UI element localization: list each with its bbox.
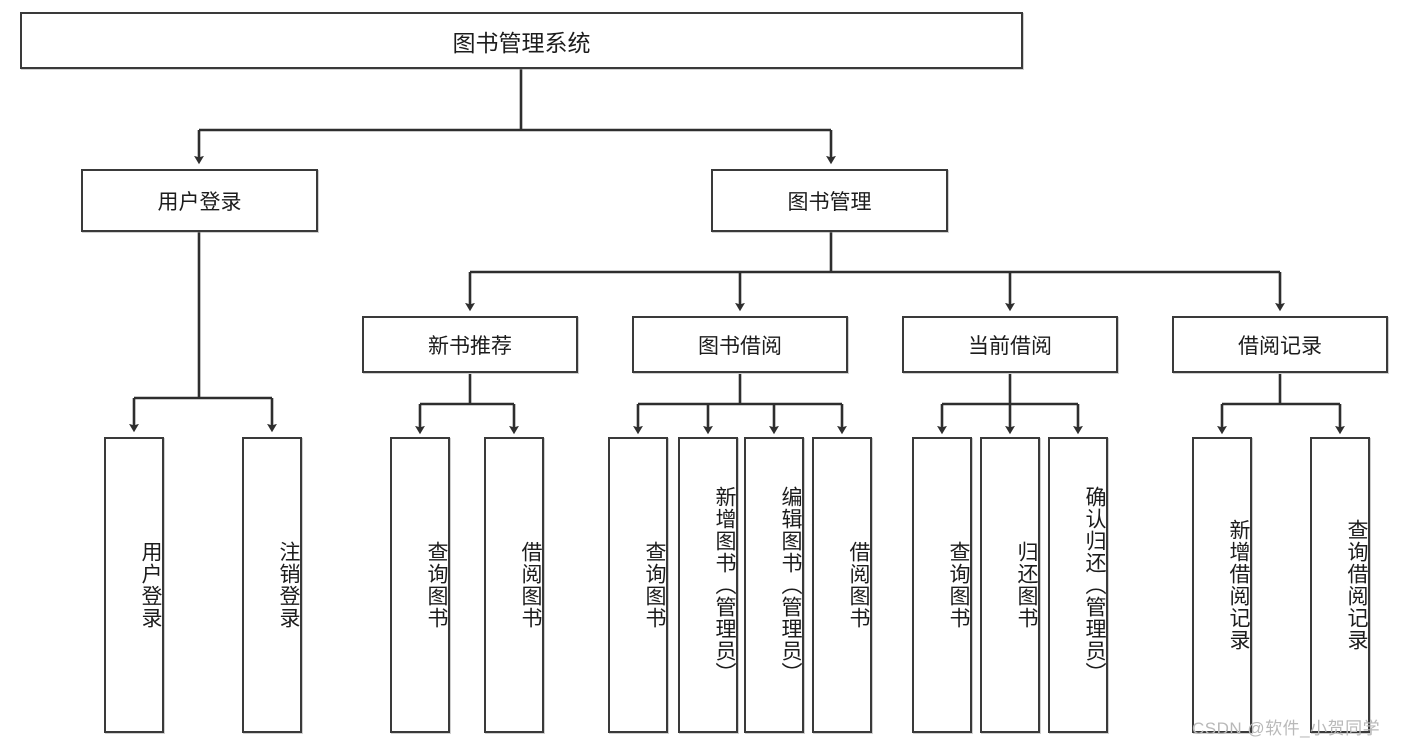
node-label: 借阅图书 bbox=[847, 541, 870, 629]
node-label: 查询图书 bbox=[643, 541, 666, 629]
node-label: 用户登录 bbox=[157, 190, 242, 214]
node-label: 新增图书（管理员） bbox=[713, 486, 736, 684]
node-book-management[interactable]: 图书管理 bbox=[711, 169, 948, 232]
node-root-system[interactable]: 图书管理系统 bbox=[20, 12, 1023, 69]
leaf-book-borrow-add-book-admin[interactable]: 新增图书（管理员） bbox=[678, 437, 738, 733]
leaf-current-borrow-return-book[interactable]: 归还图书 bbox=[980, 437, 1040, 733]
node-label: 借阅图书 bbox=[519, 541, 542, 629]
leaf-borrow-record-add-record[interactable]: 新增借阅记录 bbox=[1192, 437, 1252, 733]
node-label: 当前借阅 bbox=[968, 334, 1052, 358]
leaf-borrow-record-query-record[interactable]: 查询借阅记录 bbox=[1310, 437, 1370, 733]
leaf-new-book-borrow-book[interactable]: 借阅图书 bbox=[484, 437, 544, 733]
node-label: 确认归还（管理员） bbox=[1083, 486, 1106, 684]
leaf-book-borrow-edit-book-admin[interactable]: 编辑图书（管理员） bbox=[744, 437, 804, 733]
node-label: 注销登录 bbox=[277, 541, 300, 629]
leaf-user-login-login[interactable]: 用户登录 bbox=[104, 437, 164, 733]
node-label: 新书推荐 bbox=[428, 334, 512, 358]
node-label: 新增借阅记录 bbox=[1227, 519, 1250, 651]
leaf-new-book-query-book[interactable]: 查询图书 bbox=[390, 437, 450, 733]
node-label: 查询图书 bbox=[947, 541, 970, 629]
node-label: 图书借阅 bbox=[698, 334, 782, 358]
node-label: 查询图书 bbox=[425, 541, 448, 629]
node-user-login[interactable]: 用户登录 bbox=[81, 169, 318, 232]
leaf-book-borrow-borrow-book[interactable]: 借阅图书 bbox=[812, 437, 872, 733]
node-label: 归还图书 bbox=[1015, 541, 1038, 629]
leaf-current-borrow-query-book[interactable]: 查询图书 bbox=[912, 437, 972, 733]
node-label: 借阅记录 bbox=[1238, 334, 1322, 358]
node-book-borrow[interactable]: 图书借阅 bbox=[632, 316, 848, 373]
node-label: 用户登录 bbox=[139, 541, 162, 629]
leaf-user-login-logout[interactable]: 注销登录 bbox=[242, 437, 302, 733]
node-new-book-recommend[interactable]: 新书推荐 bbox=[362, 316, 578, 373]
leaf-current-borrow-confirm-return-admin[interactable]: 确认归还（管理员） bbox=[1048, 437, 1108, 733]
node-label: 查询借阅记录 bbox=[1345, 519, 1368, 651]
node-current-borrow[interactable]: 当前借阅 bbox=[902, 316, 1118, 373]
csdn-watermark: CSDN @软件_小贺同学 bbox=[1192, 719, 1381, 738]
node-label: 图书管理 bbox=[787, 190, 872, 214]
node-label: 图书管理系统 bbox=[452, 29, 591, 56]
node-label: 编辑图书（管理员） bbox=[779, 486, 802, 684]
leaf-book-borrow-query-book[interactable]: 查询图书 bbox=[608, 437, 668, 733]
node-borrow-record[interactable]: 借阅记录 bbox=[1172, 316, 1388, 373]
